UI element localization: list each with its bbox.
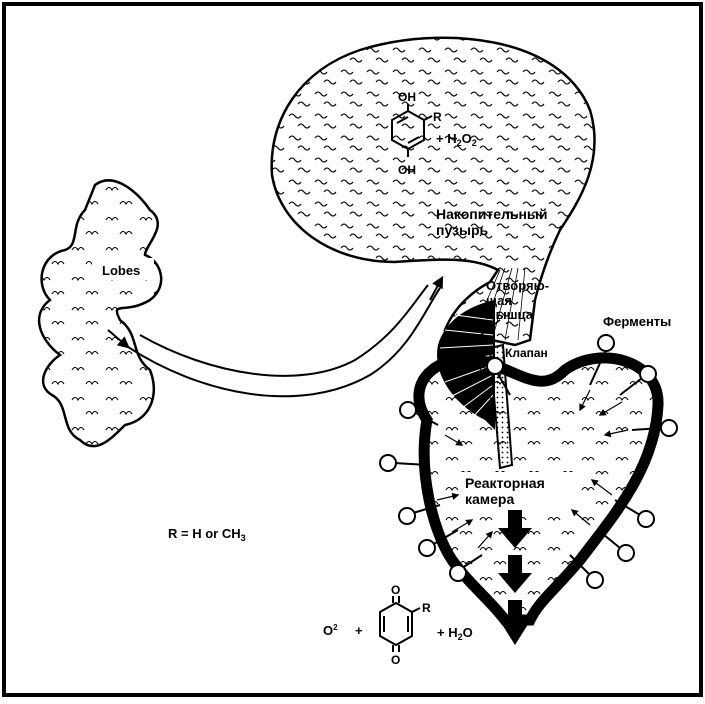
label-lobes: Lobes [102, 263, 140, 278]
label-muscle-3: мышца [486, 307, 534, 322]
label-reservoir-2: пузырь [436, 222, 489, 238]
formula-quinone-o-top: O [391, 583, 400, 597]
formula-oh-bottom: OH [398, 163, 416, 177]
label-chamber-2: камера [465, 491, 514, 507]
formula-oh-top: OH [398, 90, 416, 104]
label-reservoir-1: Накопительный [436, 206, 548, 222]
formula-plus-1: + [355, 623, 363, 638]
formula-r-top: R [433, 110, 442, 124]
formula-oxygen: O2 [323, 623, 338, 638]
label-valve: Клапан [505, 346, 548, 360]
formula-r-definition: R = H or CH3 [168, 526, 246, 543]
benzoquinone-structure [380, 596, 420, 652]
output-arrows [498, 510, 532, 645]
formula-r-bottom: R [422, 601, 431, 615]
label-chamber-1: Реакторная [465, 475, 545, 491]
formula-quinone-o-bottom: O [391, 653, 400, 667]
formula-plus-h2o2: + H2O2 [436, 131, 477, 148]
secretory-lobes [39, 180, 161, 446]
label-muscle-2: щая [486, 293, 512, 308]
secretory-duct [108, 278, 442, 396]
formula-plus-h2o: + H2O [437, 625, 473, 642]
label-muscle-1: Отворяю- [486, 278, 549, 293]
label-enzymes: Ферменты [603, 314, 671, 329]
